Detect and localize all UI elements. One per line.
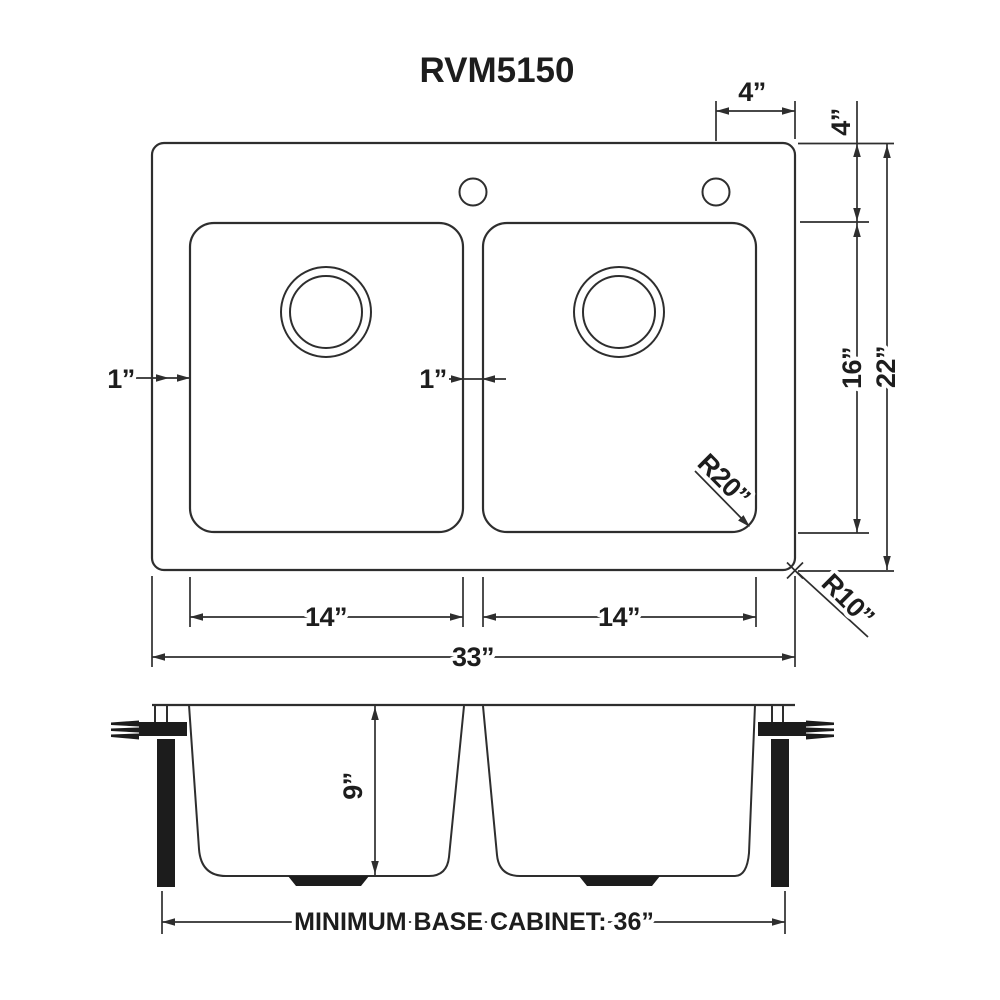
right-drain-fitting	[579, 876, 660, 886]
dim-center-divider: 1”	[415, 360, 506, 398]
dim-label: R20”	[692, 448, 756, 512]
dim-faucet-offset-horizontal: 4”	[715, 73, 796, 141]
dim-label: MINIMUM BASE CABINET: 36”	[294, 908, 654, 936]
dim-overall-front-to-back: 22”	[867, 144, 905, 570]
drawing-title: RVM5150	[419, 51, 574, 90]
dim-label: R10”	[816, 568, 880, 632]
dim-label: 1”	[107, 364, 135, 394]
top-view: 4” 4” 16”	[103, 73, 905, 676]
dim-label: 14”	[305, 602, 347, 632]
left-drain-icon	[280, 266, 372, 358]
dim-label: 22”	[871, 346, 901, 388]
right-bowl-section	[482, 704, 756, 877]
dim-label: 9”	[338, 772, 368, 800]
dim-left-reveal: 1”	[103, 360, 190, 398]
callout-bowl-corner-radius: R20”	[688, 444, 760, 527]
dim-label: 16”	[837, 347, 867, 389]
right-faucet-hole	[701, 177, 731, 207]
dim-label: 14”	[598, 602, 640, 632]
left-cabinet-wall	[157, 739, 175, 887]
front-view: 9” MINIMUM BASE CABINET: 36”	[111, 703, 834, 940]
callout-sink-corner-radius: R10”	[786, 561, 884, 638]
left-faucet-hole	[458, 177, 488, 207]
left-drain-fitting	[288, 876, 369, 886]
right-cabinet-wall	[771, 739, 789, 887]
right-bowl-outline	[481, 221, 758, 534]
dim-label: 4”	[826, 108, 856, 136]
right-mounting-clip	[758, 705, 834, 887]
dim-overall-width: 33”	[151, 576, 796, 676]
dim-left-bowl-width: 14”	[189, 577, 464, 636]
dim-faucet-offset-vertical: 4”	[822, 101, 861, 533]
dim-bowl-front-to-back: 16”	[833, 224, 871, 532]
right-drain-icon	[573, 266, 665, 358]
dim-bowl-depth: 9”	[334, 706, 379, 875]
left-bowl-section	[188, 704, 465, 877]
left-mounting-clip	[111, 705, 187, 887]
sink-outline	[150, 141, 797, 572]
dim-label: 33”	[452, 642, 494, 672]
dim-label: 1”	[419, 364, 447, 394]
dim-base-cabinet: MINIMUM BASE CABINET: 36”	[161, 891, 786, 940]
dim-label: 4”	[738, 77, 766, 107]
dim-right-bowl-width: 14”	[482, 577, 757, 636]
